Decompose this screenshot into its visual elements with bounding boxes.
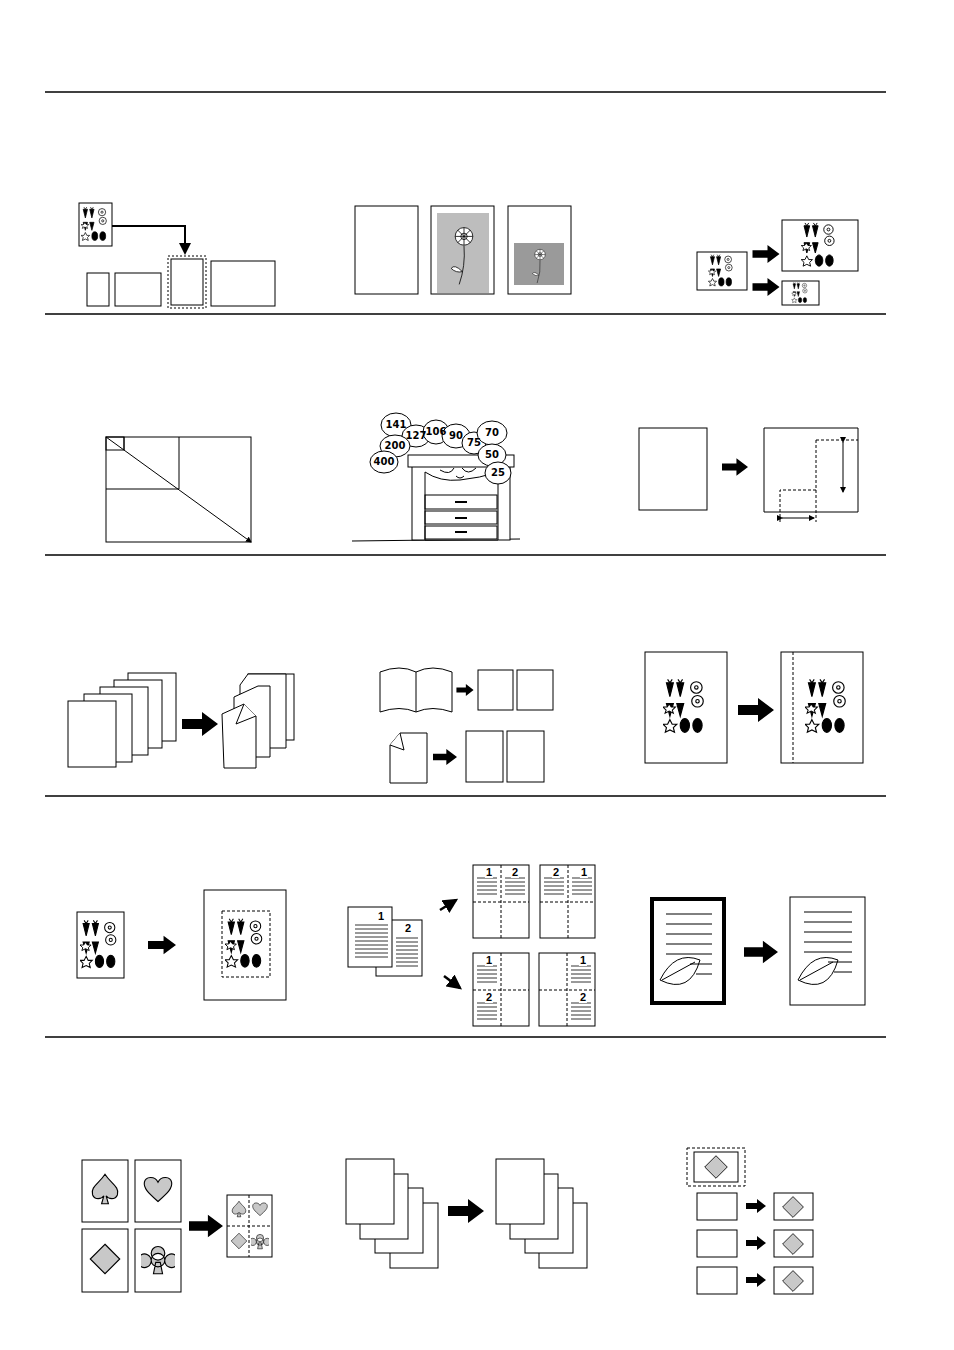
page-number: 2 bbox=[579, 992, 587, 1003]
combine-figure bbox=[348, 865, 595, 1026]
centering-figure bbox=[77, 890, 286, 1000]
enlarge-reduce-figure bbox=[697, 220, 858, 305]
sort-figure bbox=[346, 1159, 587, 1268]
paper-size-figure bbox=[106, 437, 251, 542]
paper-select-figure bbox=[79, 203, 275, 308]
zoom-ratio-label: 127 bbox=[406, 431, 427, 441]
sizing-figure bbox=[639, 428, 858, 522]
page-number: 1 bbox=[580, 867, 588, 878]
zoom-ratio-label: 400 bbox=[374, 457, 395, 467]
density-figure bbox=[355, 206, 571, 294]
page-number: 2 bbox=[511, 867, 519, 878]
zoom-ratio-label: 70 bbox=[485, 428, 499, 438]
page-number: 1 bbox=[485, 955, 493, 966]
rule-lines bbox=[45, 92, 886, 1037]
zoom-ratio-label: 200 bbox=[385, 441, 406, 451]
page-number: 2 bbox=[404, 923, 412, 934]
zoom-ratio-label: 106 bbox=[426, 427, 447, 437]
zoom-ratio-label: 25 bbox=[491, 468, 505, 478]
page-number: 2 bbox=[552, 867, 560, 878]
border-erase-figure bbox=[652, 897, 865, 1005]
zoom-figure bbox=[352, 413, 520, 541]
duplex-figure bbox=[68, 673, 294, 768]
book-copy-figure bbox=[380, 668, 553, 783]
page-number: 2 bbox=[485, 992, 493, 1003]
page-number: 1 bbox=[485, 867, 493, 878]
zoom-ratio-label: 50 bbox=[485, 450, 499, 460]
zoom-ratio-label: 90 bbox=[449, 431, 463, 441]
zoom-ratio-label: 141 bbox=[386, 420, 407, 430]
page-number: 1 bbox=[377, 911, 385, 922]
form-overlay-figure bbox=[687, 1148, 813, 1294]
page-number: 1 bbox=[579, 955, 587, 966]
four-in-one-figure bbox=[82, 1160, 272, 1292]
zoom-ratio-label: 75 bbox=[467, 438, 481, 448]
margin-figure bbox=[645, 652, 863, 763]
